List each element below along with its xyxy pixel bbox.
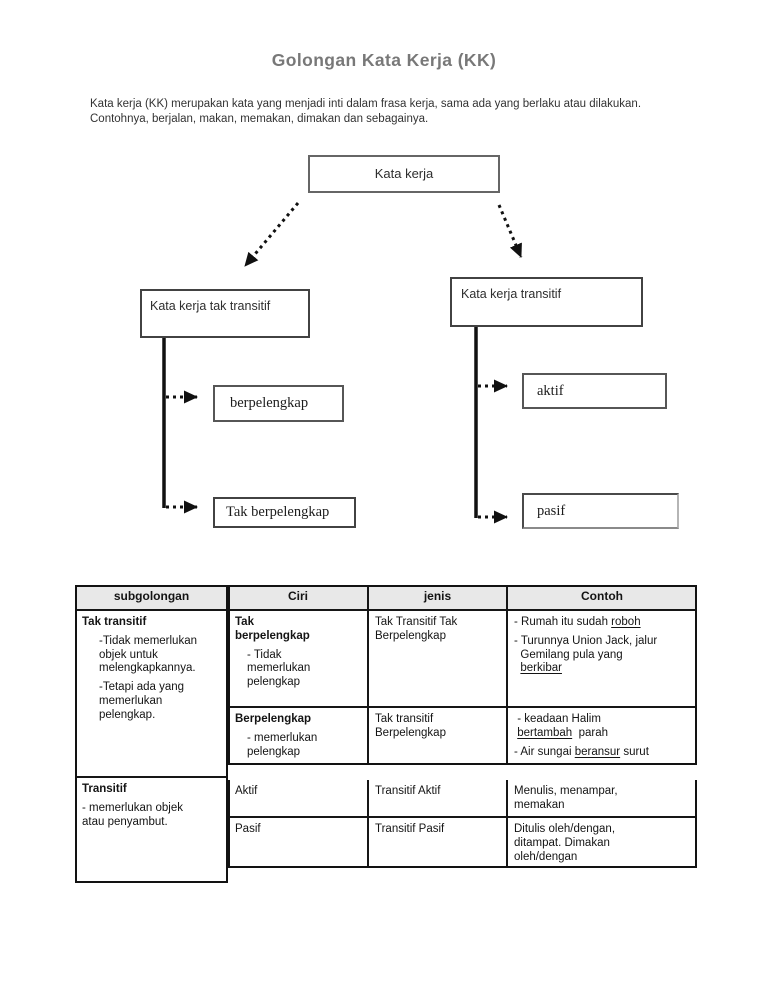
- page-title: Golongan Kata Kerja (KK): [271, 50, 497, 70]
- subgolongan-title: Tak transitif: [82, 616, 147, 628]
- col-header-subgolongan: subgolongan: [75, 585, 228, 610]
- ciri-title: Tak berpelengkap: [235, 616, 310, 642]
- node-kata-kerja-transitif: Kata kerja transitif: [450, 277, 643, 327]
- cell-ciri-tak-berpelengkap: Tak berpelengkap - Tidak memerlukan pele…: [228, 610, 368, 707]
- intro-paragraph: Kata kerja (KK) merupakan kata yang menj…: [90, 98, 642, 125]
- col-header-ciri: Ciri: [228, 585, 368, 610]
- node-pasif: pasif: [522, 493, 679, 529]
- subgolongan-title: Transitif: [82, 783, 127, 795]
- cell-jenis-tak-transitif-tak-berpelengkap: Tak Transitif Tak Berpelengkap: [368, 610, 507, 707]
- cell-ciri-pasif: Pasif: [228, 817, 368, 868]
- ciri-point: - memerlukan pelengkap: [247, 731, 318, 758]
- node-kata-kerja-tak-transitif: Kata kerja tak transitif: [140, 289, 310, 338]
- cell-jenis-transitif-aktif: Transitif Aktif: [368, 780, 507, 817]
- node-berpelengkap: berpelengkap: [213, 385, 344, 422]
- cell-ciri-berpelengkap: Berpelengkap - memerlukan pelengkap: [228, 707, 368, 765]
- subgolongan-point: -Tidak memerlukan objek untuk melengkapk…: [99, 634, 197, 675]
- cell-contoh-row-d: Ditulis oleh/dengan, ditampat. Dimakan o…: [507, 817, 697, 868]
- cell-jenis-tak-transitif-berpelengkap: Tak transitif Berpelengkap: [368, 707, 507, 765]
- cell-contoh-row-a: - Rumah itu sudah roboh- Turunnya Union …: [507, 610, 697, 707]
- ciri-point: - Tidak memerlukan pelengkap: [247, 648, 311, 689]
- cell-contoh-row-b: - keadaan Halim bertambah parah- Air sun…: [507, 707, 697, 765]
- arrow-root-to-left: [243, 202, 300, 267]
- ciri-title: Berpelengkap: [235, 713, 312, 725]
- col-header-jenis: jenis: [368, 585, 507, 610]
- classification-table: subgolongan Ciri jenis Contoh Tak transi…: [75, 585, 697, 883]
- col-header-contoh: Contoh: [507, 585, 697, 610]
- node-tak-berpelengkap: Tak berpelengkap: [213, 497, 356, 528]
- node-aktif: aktif: [522, 373, 667, 409]
- arrow-root-to-right: [497, 204, 523, 258]
- cell-subgolongan-tak-transitif: Tak transitif -Tidak memerlukan objek un…: [75, 610, 228, 777]
- node-kata-kerja: Kata kerja: [308, 155, 500, 193]
- subgolongan-point: - memerlukan objek atau penyambut.: [82, 801, 183, 828]
- cell-contoh-row-c: Menulis, menampar, memakan: [507, 780, 697, 817]
- subgolongan-point: -Tetapi ada yang memerlukan pelengkap.: [99, 681, 185, 721]
- cell-subgolongan-transitif: Transitif - memerlukan objek atau penyam…: [75, 777, 228, 883]
- cell-ciri-aktif: Aktif: [228, 780, 368, 817]
- cell-jenis-transitif-pasif: Transitif Pasif: [368, 817, 507, 868]
